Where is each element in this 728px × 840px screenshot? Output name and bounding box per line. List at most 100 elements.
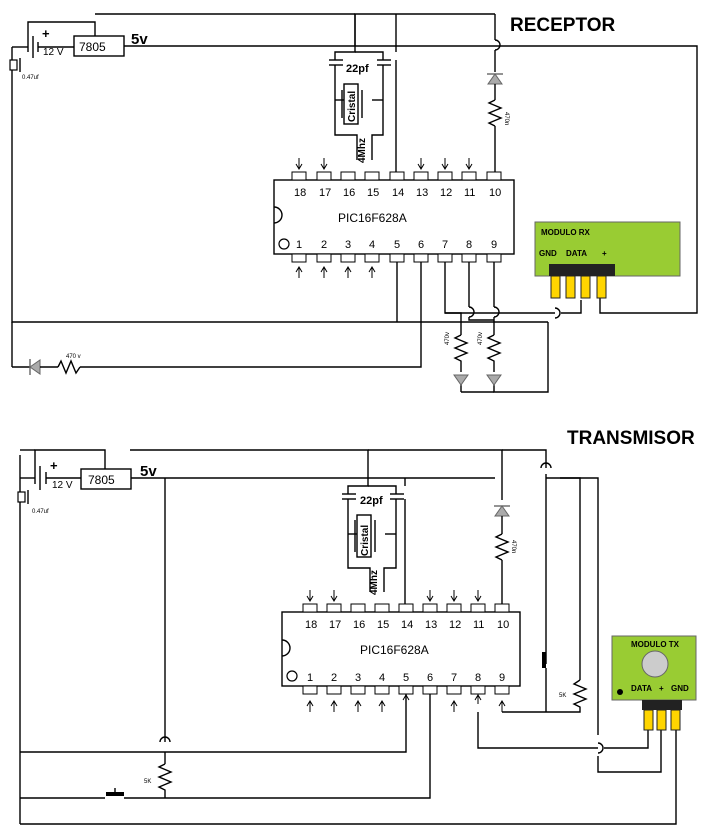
transmisor-bottom-pins: 1 2 3 4 5 6 7 8 9 <box>302 672 510 695</box>
pin: 2 <box>316 239 332 263</box>
svg-text:13: 13 <box>425 619 437 631</box>
pin: 14 <box>389 171 405 199</box>
pin: 3 <box>340 239 356 263</box>
pin: 13 <box>413 171 429 199</box>
receptor-resistor-a-label: 470v <box>445 332 451 345</box>
receptor-resistors-bottom: 470v 470v <box>445 332 502 386</box>
svg-text:16: 16 <box>343 187 355 199</box>
svg-text:1: 1 <box>307 672 313 684</box>
pin: 2 <box>326 672 342 695</box>
svg-text:7: 7 <box>451 672 457 684</box>
svg-text:10: 10 <box>489 187 501 199</box>
svg-text:8: 8 <box>466 239 472 251</box>
transmisor-resistor-right-label: 5K <box>559 693 566 699</box>
svg-text:5: 5 <box>403 672 409 684</box>
pin: 14 <box>398 603 414 631</box>
receptor-resistor-left-label: 470 v <box>66 354 81 360</box>
pin: 17 <box>326 603 342 631</box>
pin: 15 <box>364 171 380 199</box>
svg-text:2: 2 <box>331 672 337 684</box>
receptor-resistor-led-label: 470n <box>503 112 509 125</box>
pin: 4 <box>374 672 390 695</box>
svg-text:4: 4 <box>369 239 375 251</box>
transmisor-crystal-cap-label: 22pf <box>360 495 383 507</box>
pin: 12 <box>437 171 453 199</box>
svg-text:15: 15 <box>367 187 379 199</box>
svg-text:12: 12 <box>440 187 452 199</box>
transmisor-crystal-label: Cristal <box>360 525 371 556</box>
svg-text:3: 3 <box>345 239 351 251</box>
pin: 11 <box>461 171 477 199</box>
svg-text:3: 3 <box>355 672 361 684</box>
svg-text:12: 12 <box>449 619 461 631</box>
receptor-regulator-label: 7805 <box>79 40 106 54</box>
svg-text:18: 18 <box>305 619 317 631</box>
transmisor-button-right: 5K <box>502 652 588 713</box>
transmisor-pic-chip: PIC16F628A 18 17 16 15 14 13 12 11 10 1 … <box>281 590 521 712</box>
transmisor-led-top: 470n <box>494 505 516 610</box>
pin: 17 <box>316 171 332 199</box>
pin: 1 <box>291 239 307 263</box>
receptor-cap-label: 0.47uf <box>22 75 39 81</box>
svg-text:17: 17 <box>329 619 341 631</box>
svg-text:11: 11 <box>464 187 475 199</box>
transmisor-module-pin-plus: + <box>659 684 664 693</box>
transmisor-regulator <box>80 468 132 490</box>
receptor-module-pin-data: DATA <box>566 249 587 258</box>
transmisor-module-pin-gnd: GND <box>671 684 689 693</box>
svg-text:11: 11 <box>473 619 484 631</box>
receptor-crystal-freq: 4Mhz <box>357 138 368 163</box>
svg-text:15: 15 <box>377 619 389 631</box>
svg-text:10: 10 <box>497 619 509 631</box>
svg-text:7: 7 <box>442 239 448 251</box>
receptor-led-top: 470n <box>487 73 509 180</box>
svg-text:16: 16 <box>353 619 365 631</box>
pin: 4 <box>364 239 380 263</box>
receptor-resistor-b-label: 470v <box>478 332 484 345</box>
svg-text:1: 1 <box>296 239 302 251</box>
pin: 13 <box>422 603 438 631</box>
pin: 11 <box>470 603 486 631</box>
svg-text:8: 8 <box>475 672 481 684</box>
pin: 16 <box>350 603 366 631</box>
pin: 16 <box>340 171 356 199</box>
transmisor-top-pins: 18 17 16 15 14 13 12 11 10 <box>302 603 510 631</box>
transmisor-resistor-led-label: 470n <box>510 540 516 553</box>
svg-text:14: 14 <box>392 187 404 199</box>
transmisor-supply-label: 5v <box>140 463 157 480</box>
receptor-supply-label: 5v <box>131 31 148 48</box>
pin: 10 <box>494 603 510 631</box>
transmisor-chip-label: PIC16F628A <box>360 643 429 657</box>
svg-text:+: + <box>42 26 50 41</box>
receptor-module-rx: MODULO RX GND DATA + <box>534 221 681 299</box>
svg-text:17: 17 <box>319 187 331 199</box>
receptor-module-pin-gnd: GND <box>539 249 557 258</box>
svg-text:5: 5 <box>394 239 400 251</box>
pin: 1 <box>302 672 318 695</box>
svg-text:6: 6 <box>418 239 424 251</box>
receptor-module-title: MODULO RX <box>541 228 591 237</box>
svg-text:14: 14 <box>401 619 413 631</box>
pin: 7 <box>446 672 462 695</box>
transmisor-circuit: TRANSMISOR 7805 5v + 12 V 0.47uf <box>17 428 697 825</box>
transmisor-button-left <box>106 788 124 796</box>
pin: 18 <box>302 603 318 631</box>
receptor-crystal: 22pf Cristal 4Mhz <box>329 14 397 178</box>
svg-text:9: 9 <box>499 672 505 684</box>
pin: 3 <box>350 672 366 695</box>
transmisor-cap-label: 0.47uf <box>32 509 49 515</box>
pin: 9 <box>494 672 510 695</box>
receptor-crystal-cap-label: 22pf <box>346 63 369 75</box>
svg-text:4: 4 <box>379 672 385 684</box>
receptor-capacitor: 0.47uf <box>9 47 39 81</box>
pin: 12 <box>446 603 462 631</box>
transmisor-battery-label: 12 V <box>52 480 73 491</box>
receptor-led-left: 470 v <box>29 354 81 375</box>
svg-text:6: 6 <box>427 672 433 684</box>
transmisor-module-tx: MODULO TX DATA + GND <box>611 635 697 731</box>
receptor-crystal-label: Cristal <box>347 91 358 122</box>
transmisor-crystal: 22pf Cristal 4Mhz <box>342 478 406 610</box>
transmisor-crystal-freq: 4Mhz <box>369 570 380 595</box>
receptor-power-section: 7805 5v + 12 V 0.47uf <box>9 21 495 81</box>
pin: 10 <box>486 171 502 199</box>
